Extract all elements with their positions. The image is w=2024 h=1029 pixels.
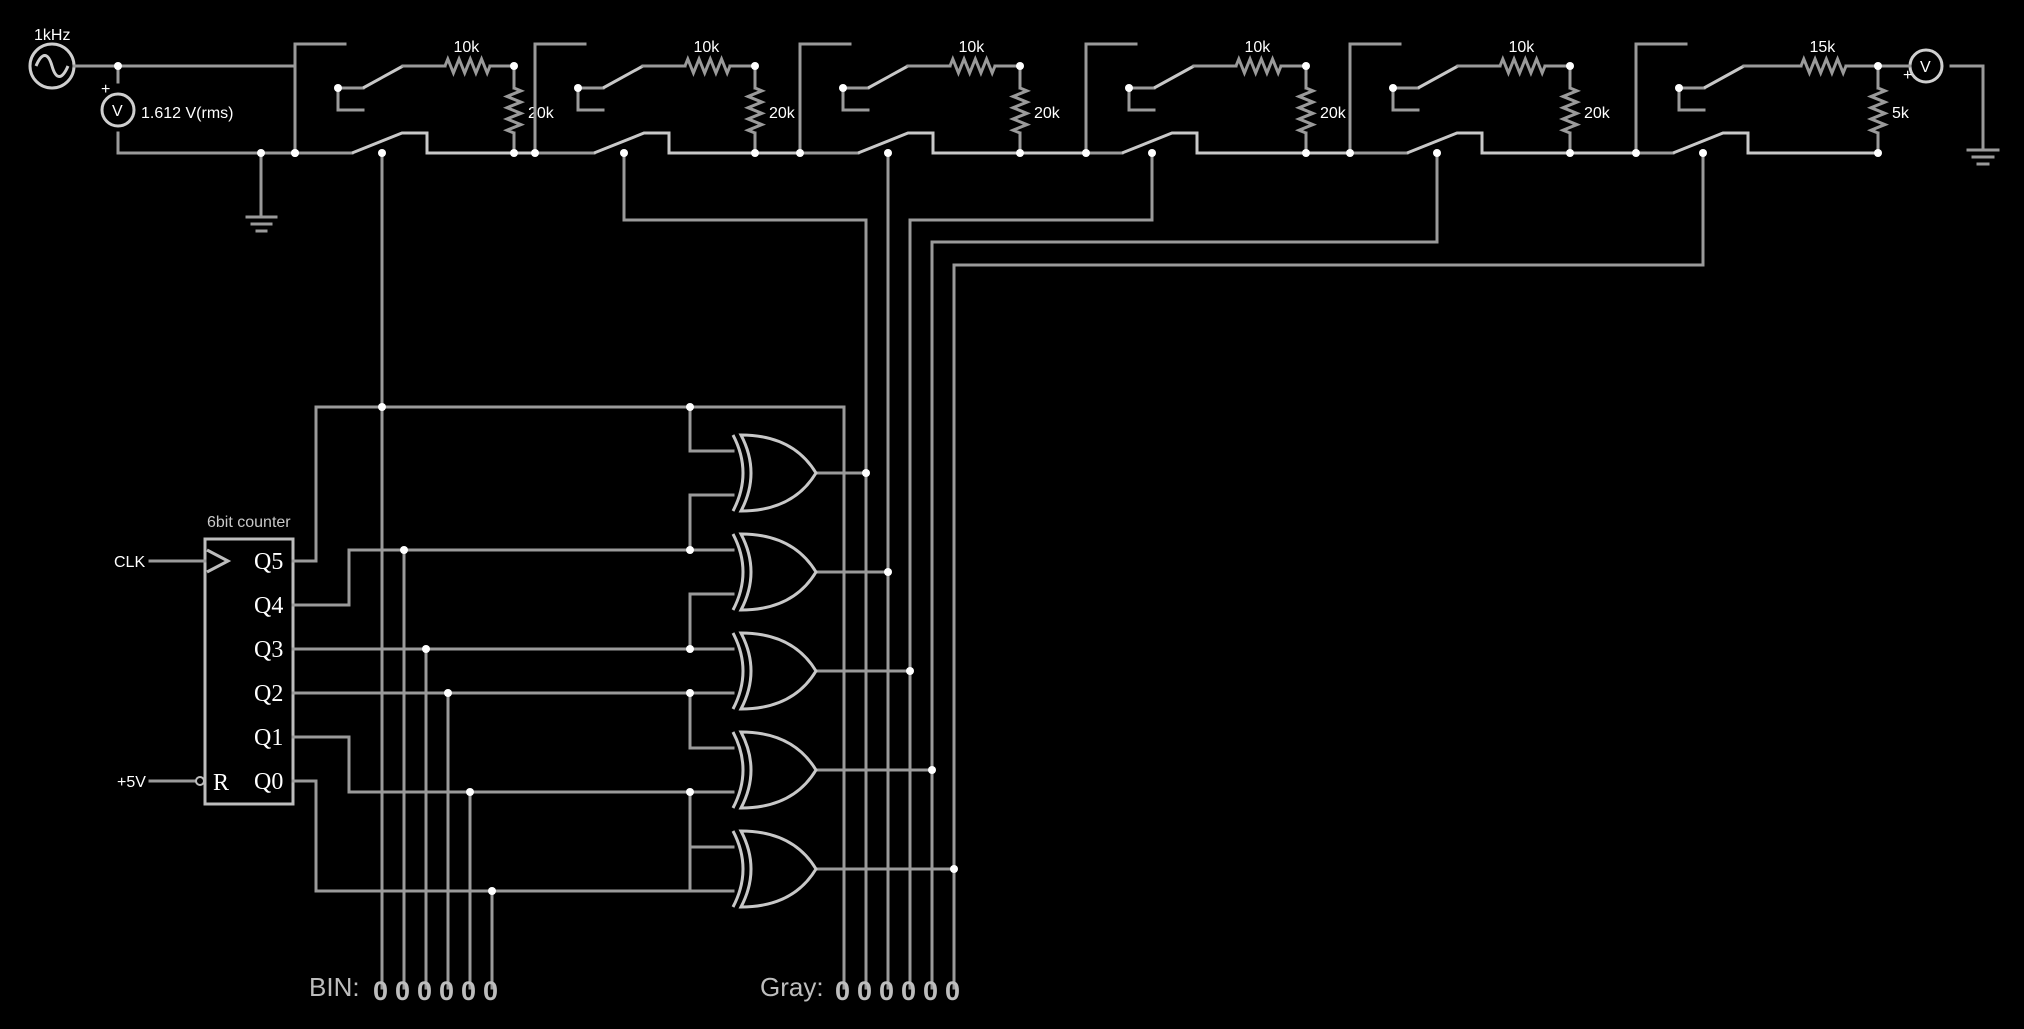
pin-q3: Q3: [254, 637, 283, 663]
shunt-resistor-label-1: 20k: [528, 105, 555, 122]
gray-bit-3: 0: [879, 976, 894, 1006]
series-resistor-1: [443, 54, 492, 78]
bin-bit-3: 0: [417, 976, 432, 1006]
gray-display: Gray: 0 0 0 0 0 0: [760, 972, 960, 1006]
pin-q4: Q4: [254, 593, 283, 619]
xor-gate-2: [731, 532, 818, 612]
shunt-resistor-4: [1294, 86, 1318, 135]
gray-bit-2: 0: [901, 976, 916, 1006]
pin-q5: Q5: [254, 549, 283, 575]
pin-q1: Q1: [254, 725, 283, 751]
series-resistor-2: [683, 54, 732, 78]
series-resistor-label-2: 10k: [694, 39, 721, 56]
ladder-stage-5: 10k 20k: [1348, 39, 1636, 155]
shunt-resistor-5: [1558, 86, 1582, 135]
voltmeter-left: V + 1.612 V(rms): [100, 81, 233, 128]
bin-bit-1: 0: [461, 976, 476, 1006]
pin-q0: Q0: [254, 769, 283, 795]
shunt-resistor-1: [502, 86, 526, 135]
pin-q2: Q2: [254, 681, 283, 707]
series-resistor-label-1: 10k: [454, 39, 481, 56]
xor-gate-1: [731, 433, 818, 513]
shunt-resistor-label-2: 20k: [769, 105, 796, 122]
voltmeter-right-symbol: V: [1920, 59, 1931, 76]
junction-dots: [114, 62, 1882, 895]
series-resistor-6: [1799, 54, 1848, 78]
bin-bit-0: 0: [483, 976, 498, 1006]
ac-source: 1kHz: [28, 27, 82, 90]
ladder-stage-2: 10k 20k: [533, 39, 800, 155]
series-resistor-5: [1498, 54, 1547, 78]
bin-bit-5: 0: [373, 976, 388, 1006]
counter-title: 6bit counter: [207, 514, 291, 531]
bin-display: BIN: 0 0 0 0 0 0: [309, 972, 498, 1006]
series-resistor-label-5: 10k: [1509, 39, 1536, 56]
xor-gate-5: [731, 829, 818, 909]
bin-label: BIN:: [309, 972, 360, 1002]
source-frequency-label: 1kHz: [34, 27, 70, 44]
clk-label: CLK: [114, 554, 145, 571]
ladder-stage-1: 10k 20k: [293, 39, 555, 155]
gray-label: Gray:: [760, 972, 824, 1002]
voltmeter-left-symbol: V: [112, 103, 123, 120]
shunt-resistor-label-3: 20k: [1034, 105, 1061, 122]
series-resistor-label-4: 10k: [1245, 39, 1272, 56]
bin-bit-2: 0: [439, 976, 454, 1006]
ladder-stage-4: 10k 20k: [1084, 39, 1350, 155]
series-resistor-4: [1234, 54, 1283, 78]
counter: 6bit counter CLK +5V R Q5 Q4 Q3 Q2 Q1 Q0: [114, 514, 295, 806]
r2r-ladder: 10k 20k 10k 20k 10k 20k 10k 20k 10k 20k 15k 5k: [293, 39, 1912, 155]
voltmeter-reading: 1.612 V(rms): [141, 105, 233, 122]
gray-bit-1: 0: [923, 976, 938, 1006]
shunt-resistor-label-4: 20k: [1320, 105, 1347, 122]
shunt-resistor-3: [1008, 86, 1032, 135]
bin-bit-4: 0: [395, 976, 410, 1006]
series-resistor-label-6: 15k: [1810, 39, 1837, 56]
shunt-resistor-label-5: 20k: [1584, 105, 1611, 122]
ladder-stage-3: 10k 20k: [798, 39, 1086, 155]
series-resistor-label-3: 10k: [959, 39, 986, 56]
ladder-stage-6: 15k 5k: [1634, 39, 1910, 155]
xor-gate-4: [731, 730, 818, 810]
reset-pin-label: R: [213, 770, 229, 796]
gray-bit-5: 0: [835, 976, 850, 1006]
voltmeter-right: V +: [1894, 48, 1944, 84]
voltmeter-right-plus: +: [1903, 67, 1912, 84]
reset-source-label: +5V: [117, 774, 146, 791]
control-bus: [380, 151, 1705, 990]
xor-gates: [731, 433, 818, 909]
voltmeter-left-plus: +: [101, 81, 110, 98]
gray-bit-0: 0: [945, 976, 960, 1006]
counter-outputs-wiring: [291, 405, 956, 990]
gray-bit-4: 0: [857, 976, 872, 1006]
shunt-resistor-2: [743, 86, 767, 135]
series-resistor-3: [948, 54, 997, 78]
shunt-resistor-6: [1866, 86, 1890, 135]
shunt-resistor-label-6: 5k: [1892, 105, 1910, 122]
xor-gate-3: [731, 631, 818, 711]
